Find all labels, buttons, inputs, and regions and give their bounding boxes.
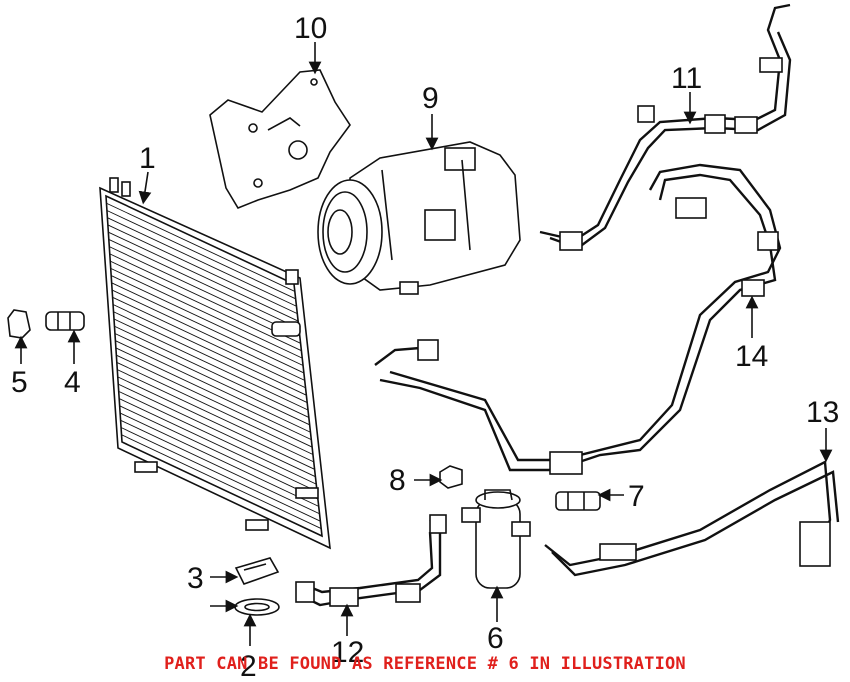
condenser-fin [114, 325, 310, 418]
condenser-fin [109, 246, 300, 337]
condenser-fin [116, 362, 314, 455]
callout-2: 2 [240, 650, 257, 682]
condenser-fin [111, 289, 305, 381]
condenser-fin [121, 434, 322, 529]
condenser-fin [120, 419, 320, 515]
condenser-fin [116, 354, 313, 448]
condenser-fin [113, 318, 309, 411]
condenser-fin [109, 253, 301, 344]
reference-note: PART CAN BE FOUND AS REFERENCE # 6 IN IL… [164, 654, 686, 674]
condenser-fin [110, 275, 304, 366]
condenser-fin [118, 390, 317, 485]
mount-3-part [234, 557, 280, 585]
condenser-fin [118, 383, 316, 478]
condenser-fin [107, 217, 297, 307]
condenser-fin [117, 369, 314, 463]
condenser-fin [117, 376, 315, 470]
condenser-fin [112, 304, 307, 396]
condenser-fin [112, 296, 306, 389]
compressor-part [317, 141, 521, 295]
hose-assembly-11-part [539, 3, 792, 251]
hose-assembly-12-part [295, 514, 447, 607]
callout-6: 6 [487, 622, 504, 655]
callout-7: 7 [628, 480, 645, 513]
valve-core-4-part [45, 311, 85, 331]
callout-3: 3 [187, 562, 204, 595]
condenser-fin [110, 260, 302, 352]
callout-11: 11 [671, 62, 702, 95]
condenser-fin [108, 239, 300, 329]
condenser-fin [119, 412, 319, 507]
callout-4: 4 [64, 366, 81, 399]
callout-5: 5 [11, 366, 28, 399]
condenser-part [99, 177, 331, 550]
cap-8-part [439, 465, 463, 489]
mounting-bracket-part [209, 69, 351, 209]
mount-2-part [234, 598, 280, 616]
condenser-fin [108, 231, 299, 322]
condenser-fin [119, 405, 319, 500]
condenser-fin [114, 333, 310, 426]
callout-13: 13 [806, 396, 839, 429]
pressure-switch-part [555, 491, 601, 511]
condenser-fin [118, 398, 318, 492]
hose-assembly-14-part [374, 163, 782, 475]
condenser-fin [115, 347, 312, 441]
condenser-fin [111, 282, 305, 374]
callout-12: 12 [331, 636, 364, 669]
callout-1: 1 [139, 142, 156, 175]
condenser-fin [106, 210, 296, 300]
condenser-fin [120, 427, 321, 522]
hose-assembly-13-part [544, 460, 840, 577]
condenser-fin [115, 340, 311, 433]
callout-10: 10 [294, 12, 327, 45]
condenser-fin [106, 202, 296, 292]
receiver-drier-part [461, 489, 531, 589]
callout-arrows [14, 42, 833, 646]
condenser-fin [110, 267, 303, 359]
condenser-fin [107, 224, 298, 315]
callout-9: 9 [422, 82, 439, 115]
callout-8: 8 [389, 464, 406, 497]
cap-5-part [7, 309, 31, 339]
condenser-fin [113, 311, 308, 403]
callout-14: 14 [735, 340, 768, 373]
